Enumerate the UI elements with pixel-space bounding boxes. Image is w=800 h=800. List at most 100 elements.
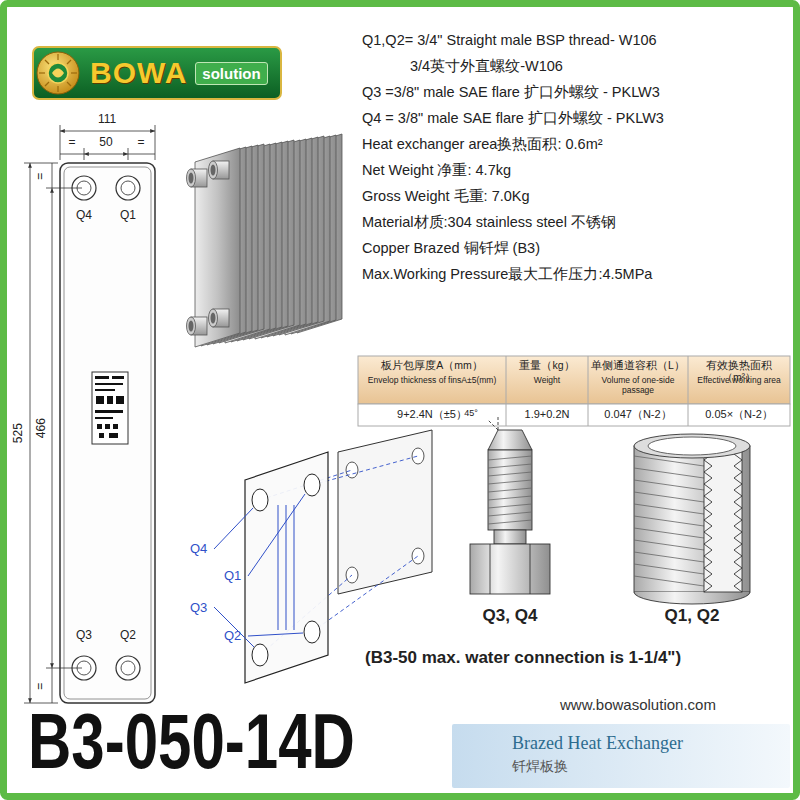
spec-line: Q4 = 3/8" male SAE flare 扩口外螺纹 - PKLW3 — [362, 110, 664, 127]
table-header: Volume of one-side passage — [589, 376, 687, 396]
table-cell: 1.9+0.2N — [525, 408, 570, 421]
equal-mark: = — [68, 135, 75, 149]
sub-text: 钎焊板换 — [512, 758, 778, 775]
plate-front-view — [60, 163, 155, 703]
spec-table-grid — [358, 356, 790, 404]
plate-front-view — [60, 163, 155, 703]
dimension-lines — [60, 125, 61, 160]
sub-text: solution — [195, 62, 267, 85]
bsp-thread-fitting — [634, 456, 704, 586]
spec-line: Material材质:304 stainless steel 不锈钢 — [362, 214, 616, 231]
bsp-thread-fitting — [634, 434, 750, 604]
bsp-thread-fitting — [634, 592, 750, 604]
spec-table-grid — [588, 356, 589, 426]
bsp-thread-fitting — [634, 540, 704, 550]
exploded-plate-view — [412, 548, 424, 564]
flare-fitting — [498, 416, 499, 430]
exploded-plate-view — [214, 430, 432, 683]
exchanger-3d-view — [211, 313, 216, 324]
plate-front-view — [116, 176, 140, 200]
dimension-lines — [46, 668, 82, 669]
port-label: Q3 — [190, 600, 207, 616]
port-label: Q1 — [120, 208, 136, 222]
exploded-plate-view — [294, 505, 295, 630]
flare-fitting — [470, 544, 550, 594]
flare-fitting — [488, 480, 532, 484]
dimension-lines — [60, 131, 155, 132]
brand-logo: BOWA solution — [32, 46, 282, 100]
bsp-thread-fitting — [634, 576, 704, 586]
exploded-plate-view — [252, 489, 268, 511]
spec-table-grid — [358, 356, 790, 426]
flare-fitting — [488, 512, 532, 516]
dimension-lines — [60, 154, 84, 155]
spec-table-grid — [688, 356, 689, 426]
exploded-plate-view — [412, 448, 424, 464]
exchanger-3d-view — [211, 165, 216, 176]
dimension-lines — [52, 188, 53, 668]
exploded-plate-view — [248, 633, 303, 636]
fitting-label: Q1, Q2 — [665, 606, 720, 626]
url: www.bowasolution.com — [560, 696, 716, 714]
nameplate-sticker — [99, 433, 104, 438]
spec-table-grid — [506, 356, 507, 426]
flare-fitting — [470, 416, 550, 594]
angle-label: 45° — [464, 408, 478, 419]
bsp-thread-fitting — [704, 448, 712, 592]
exploded-plate-view — [278, 505, 279, 630]
table-header: Envelop thickness of finsA±5(mm) — [360, 376, 504, 386]
bsp-thread-fitting — [734, 448, 742, 592]
port-label: Q4 — [76, 208, 92, 222]
flare-fitting — [488, 456, 532, 524]
dimension: 111 — [98, 112, 116, 126]
exchanger-3d-view — [187, 134, 343, 347]
port-label: Q4 — [190, 541, 207, 557]
table-header: 重量（kg） — [507, 359, 587, 371]
dimension-lines — [155, 125, 156, 160]
exploded-plate-view — [248, 494, 305, 576]
nameplate-sticker — [95, 383, 123, 385]
equal-mark: = — [137, 135, 144, 149]
flare-fitting — [488, 430, 532, 450]
flare-fitting — [488, 464, 532, 468]
bsp-thread-fitting — [634, 492, 704, 502]
bsp-thread-fitting — [634, 446, 750, 592]
exploded-plate-view — [304, 474, 320, 496]
nameplate-sticker — [92, 372, 128, 444]
table-header: 单侧通道容积（L） — [589, 359, 687, 371]
exchanger-3d-view — [189, 321, 194, 332]
flare-fitting — [488, 450, 532, 530]
flare-fitting — [488, 504, 532, 508]
spec-line: Q3 =3/8" male SAE flare 扩口外螺纹 - PKLW3 — [362, 84, 660, 101]
dimension-lines — [128, 154, 155, 155]
bsp-thread-fitting — [634, 552, 704, 562]
bsp-thread-fitting — [634, 528, 704, 538]
exploded-plate-view — [338, 430, 432, 594]
flare-fitting — [488, 456, 532, 460]
nameplate-sticker — [95, 389, 115, 391]
table-cell: 0.05×（N-2） — [705, 408, 773, 421]
flare-fitting — [490, 544, 491, 594]
nameplate-sticker — [113, 424, 118, 429]
flare-fitting — [488, 488, 532, 492]
nameplate-sticker — [95, 376, 109, 379]
port-label: Q2 — [120, 628, 136, 642]
product-banner: Brazed Heat Exchanger钎焊板换 — [452, 724, 790, 788]
nameplate-sticker — [97, 424, 102, 429]
green-frame — [4, 4, 797, 797]
dimension-lines — [52, 163, 53, 188]
spec-line: 3/4英寸外直螺纹-W106 — [410, 58, 563, 75]
nameplate-sticker — [107, 396, 113, 404]
dimension-lines — [84, 154, 128, 155]
flare-fitting — [488, 472, 532, 476]
plate-front-view — [121, 181, 135, 195]
nameplate-sticker — [109, 433, 118, 438]
bsp-thread-fitting — [634, 434, 750, 458]
dimension-lines — [24, 125, 155, 703]
table-header: 板片包厚度A（mm） — [360, 359, 504, 371]
exchanger-3d-view — [187, 169, 196, 187]
heading-text: BOWA — [90, 56, 187, 90]
bsp-thread-fitting — [648, 437, 736, 455]
note: (B3-50 max. water connection is 1-1/4") — [365, 648, 681, 668]
plate-front-view — [116, 656, 140, 680]
